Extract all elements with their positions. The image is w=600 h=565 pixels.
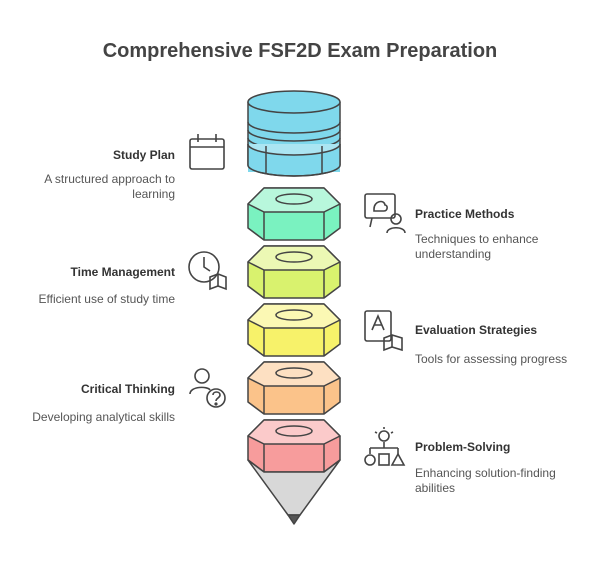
practice-methods-label: Practice Methods bbox=[415, 207, 515, 221]
problem-solving-label: Problem-Solving bbox=[415, 440, 511, 454]
critical-thinking-description: Developing analytical skills bbox=[32, 410, 175, 424]
time-management-label: Time Management bbox=[70, 265, 175, 279]
pencil-tip bbox=[247, 459, 341, 525]
thinking-question-icon bbox=[189, 368, 226, 408]
page-title: Comprehensive FSF2D Exam Preparation bbox=[102, 40, 498, 62]
hex-segment-1 bbox=[247, 187, 341, 241]
critical-thinking-label: Critical Thinking bbox=[80, 382, 175, 396]
practice-methods-description: Techniques to enhance understanding bbox=[415, 232, 539, 261]
clock-book-icon bbox=[188, 251, 227, 291]
hex-segment-3 bbox=[247, 303, 341, 357]
cylinder-cap bbox=[247, 90, 341, 177]
hex-segment-5 bbox=[247, 419, 341, 473]
calendar-icon bbox=[189, 134, 225, 170]
hex-segment-4 bbox=[247, 361, 341, 415]
study-plan-label: Study Plan bbox=[112, 148, 175, 162]
evaluation-strategies-label: Evaluation Strategies bbox=[415, 323, 538, 337]
exam-book-icon bbox=[364, 310, 403, 352]
hex-segment-2 bbox=[247, 245, 341, 299]
evaluation-strategies-description: Tools for assessing progress bbox=[415, 352, 568, 366]
idea-shapes-icon bbox=[364, 427, 406, 466]
study-plan-description: A structured approach to learning bbox=[44, 172, 175, 201]
time-management-description: Efficient use of study time bbox=[38, 292, 175, 306]
problem-solving-description: Enhancing solution-finding abilities bbox=[415, 466, 556, 495]
presentation-icon bbox=[364, 193, 406, 234]
